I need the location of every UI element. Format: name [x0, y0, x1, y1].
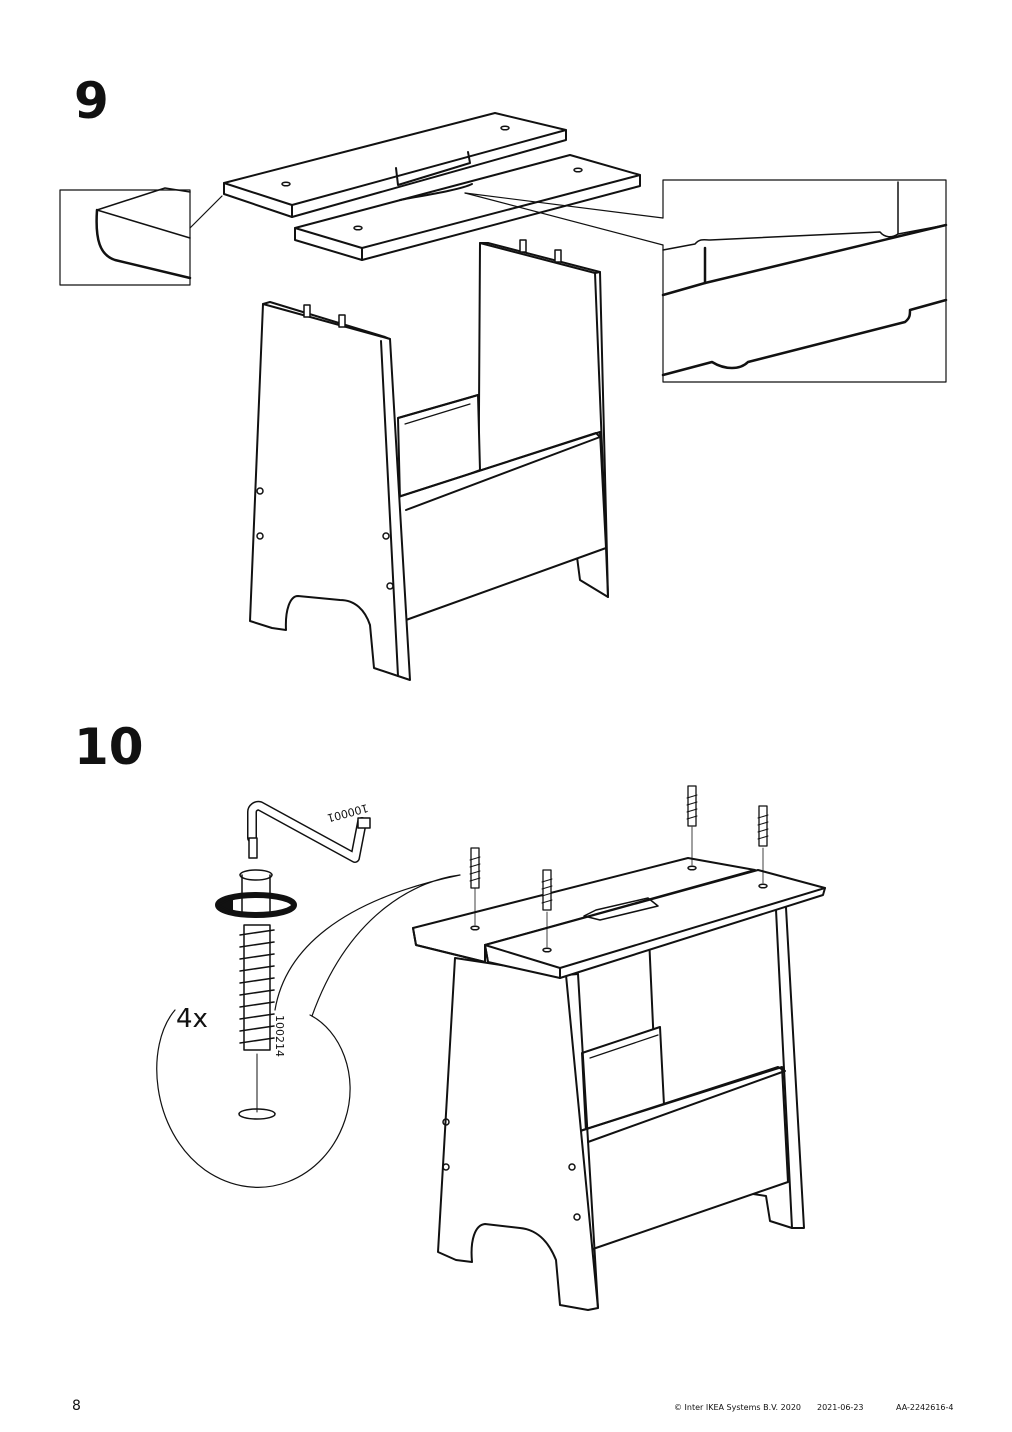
seat-board-back [223, 112, 567, 218]
step-9-number: 9 [74, 72, 109, 130]
step-10-number: 10 [74, 718, 144, 776]
copyright-notice: © Inter IKEA Systems B.V. 2020 [674, 1403, 801, 1412]
document-id: AA-2242616-4 [896, 1403, 954, 1412]
step-10-illustration [156, 785, 826, 1311]
edge-detail-callout-left [59, 187, 223, 286]
detail-magnifier [156, 874, 461, 1188]
step-9-illustration [59, 112, 948, 681]
screw-part-number: 100214 [273, 1015, 286, 1057]
seat-board-front [294, 154, 641, 261]
page-number: 8 [72, 1398, 81, 1414]
quantity-label: 4x [176, 1004, 208, 1034]
stool-assembled [412, 785, 826, 1311]
edge-detail-callout-right [464, 179, 948, 383]
allen-key [247, 800, 371, 863]
stool-frame-step9 [249, 239, 609, 681]
document-date: 2021-06-23 [817, 1403, 864, 1412]
screw-with-rotation [215, 869, 297, 1120]
